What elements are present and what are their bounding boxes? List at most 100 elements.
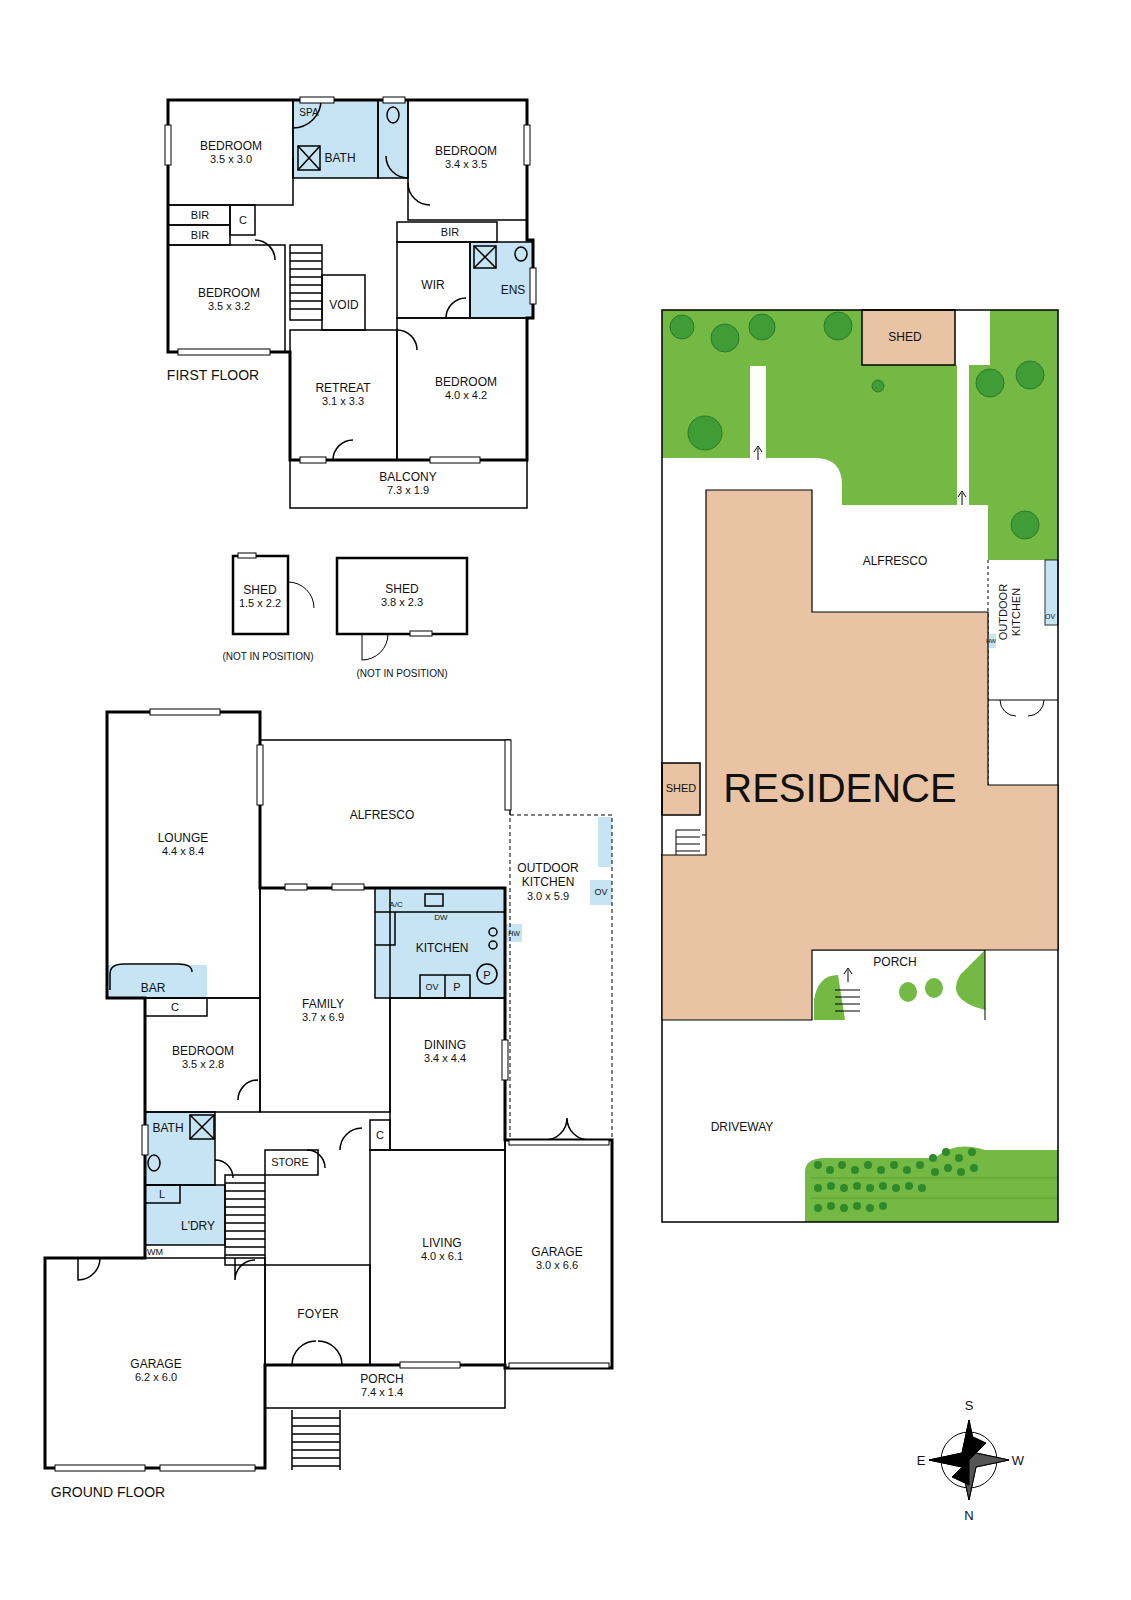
room-label: KITCHEN: [416, 941, 469, 955]
room-name: BATH: [152, 1121, 183, 1135]
room-label: DINING3.4 x 4.4: [424, 1038, 466, 1066]
room-name: PORCH: [360, 1372, 403, 1386]
room-label: LIVING4.0 x 6.1: [421, 1236, 463, 1264]
room-name: BEDROOM: [435, 144, 497, 158]
room-name: ENS: [501, 283, 526, 297]
room-size: 4.0 x 4.2: [435, 390, 497, 403]
room: WIR: [397, 242, 470, 318]
room: L'DRY: [145, 1203, 225, 1245]
room-size: 3.1 x 3.3: [315, 396, 370, 409]
room-label: BEDROOM3.4 x 3.5: [435, 144, 497, 172]
room: BEDROOM3.5 x 2.8: [145, 998, 260, 1112]
room-name: RESIDENCE: [723, 764, 956, 812]
room-name: BEDROOM: [172, 1044, 234, 1058]
room: ENS: [470, 242, 533, 318]
room: FAMILY3.7 x 6.9: [260, 888, 390, 1112]
room-label: BALCONY7.3 x 1.9: [379, 470, 436, 498]
room-size: 3.5 x 3.0: [200, 154, 262, 167]
plan-label: SPA: [299, 108, 318, 118]
plan-label: L: [159, 1189, 165, 1200]
room-name: WIR: [421, 278, 444, 292]
room-label: ALFRESCO: [863, 554, 928, 568]
plan-label: (NOT IN POSITION): [357, 669, 448, 679]
room-label: BEDROOM3.5 x 2.8: [172, 1044, 234, 1072]
plan-label: (NOT IN POSITION): [223, 652, 314, 662]
room: DINING3.4 x 4.4: [390, 998, 505, 1150]
room-label: BEDROOM3.5 x 3.0: [200, 139, 262, 167]
room: FOYER: [265, 1265, 370, 1365]
room: PORCH: [812, 950, 985, 975]
room-name: LIVING: [421, 1236, 463, 1250]
room-name: L'DRY: [181, 1219, 215, 1233]
room-name: DRIVEWAY: [711, 1120, 774, 1134]
room-name: OUTDOOR KITCHEN: [997, 581, 1023, 643]
room-size: 3.8 x 2.3: [381, 597, 423, 610]
room-size: 3.4 x 4.4: [424, 1053, 466, 1066]
room-name: SHED: [239, 583, 281, 597]
room-label: BAR: [141, 981, 166, 995]
plan-label: S: [965, 1399, 974, 1412]
room-label: SHED: [666, 782, 697, 795]
room: ALFRESCO: [260, 740, 510, 888]
room-name: OUTDOOR KITCHEN: [512, 861, 584, 890]
room-label: GARAGE6.2 x 6.0: [130, 1357, 181, 1385]
room-name: BEDROOM: [198, 286, 260, 300]
room-name: LOUNGE: [158, 831, 209, 845]
room-name: SHED: [888, 330, 921, 344]
room: GARAGE6.2 x 6.0: [45, 1258, 265, 1468]
room-label: PORCH: [873, 955, 916, 969]
plan-label: W: [1012, 1454, 1024, 1467]
plan-label: OV: [425, 983, 438, 992]
plan-label: OV: [594, 888, 607, 897]
room: RETREAT3.1 x 3.3: [290, 330, 397, 460]
room-label: SHED: [888, 330, 921, 344]
room-label: STORE: [271, 1156, 309, 1169]
room: BEDROOM3.5 x 3.0: [168, 100, 293, 205]
room: SHED: [662, 763, 700, 815]
plan-label: P: [483, 970, 490, 981]
plan-label: DW: [434, 914, 447, 922]
room-name: ALFRESCO: [863, 554, 928, 568]
plan-label: HW: [508, 930, 520, 937]
plan-label: BIR: [191, 230, 209, 241]
room-size: 6.2 x 6.0: [130, 1372, 181, 1385]
room: GARAGE3.0 x 6.6: [505, 1140, 612, 1368]
room-size: 3.7 x 6.9: [302, 1012, 344, 1025]
room-name: SHED: [381, 582, 423, 596]
room: OUTDOOR KITCHEN3.0 x 5.9: [510, 815, 612, 1140]
room-label: PORCH7.4 x 1.4: [360, 1372, 403, 1400]
room-size: 3.5 x 2.8: [172, 1059, 234, 1072]
room: DRIVEWAY: [662, 1020, 805, 1222]
room: RESIDENCE: [662, 490, 1058, 1020]
room: PORCH7.4 x 1.4: [265, 1365, 505, 1408]
room-name: STORE: [271, 1156, 309, 1169]
plan-label: WM: [147, 1248, 163, 1257]
plan-label: A/C: [389, 901, 402, 909]
room: LOUNGE4.4 x 8.4: [107, 712, 260, 965]
room-size: 7.3 x 1.9: [379, 485, 436, 498]
plan-label: E: [917, 1454, 926, 1467]
room-label: RETREAT3.1 x 3.3: [315, 381, 370, 409]
room-size: 1.5 x 2.2: [239, 598, 281, 611]
room: OUTDOOR KITCHEN: [988, 560, 1033, 685]
room-name: SHED: [666, 782, 697, 795]
room: LIVING4.0 x 6.1: [370, 1150, 505, 1365]
room-size: 3.5 x 3.2: [198, 301, 260, 314]
room-label: GARAGE3.0 x 6.6: [531, 1245, 582, 1273]
room: ALFRESCO: [812, 505, 988, 612]
plan-label: C: [239, 215, 247, 226]
room-label: BEDROOM4.0 x 4.2: [435, 375, 497, 403]
room-name: BEDROOM: [200, 139, 262, 153]
room-label: BATH: [152, 1121, 183, 1135]
room-name: VOID: [329, 298, 358, 312]
room-name: BATH: [324, 151, 355, 165]
plan-label: C: [376, 1130, 384, 1141]
room-name: RETREAT: [315, 381, 370, 395]
room-name: BEDROOM: [435, 375, 497, 389]
room-label: SHED1.5 x 2.2: [239, 583, 281, 611]
room-label: OUTDOOR KITCHEN: [997, 581, 1023, 643]
room-label: RESIDENCE: [723, 764, 956, 812]
room-name: GARAGE: [531, 1245, 582, 1259]
room-name: BALCONY: [379, 470, 436, 484]
